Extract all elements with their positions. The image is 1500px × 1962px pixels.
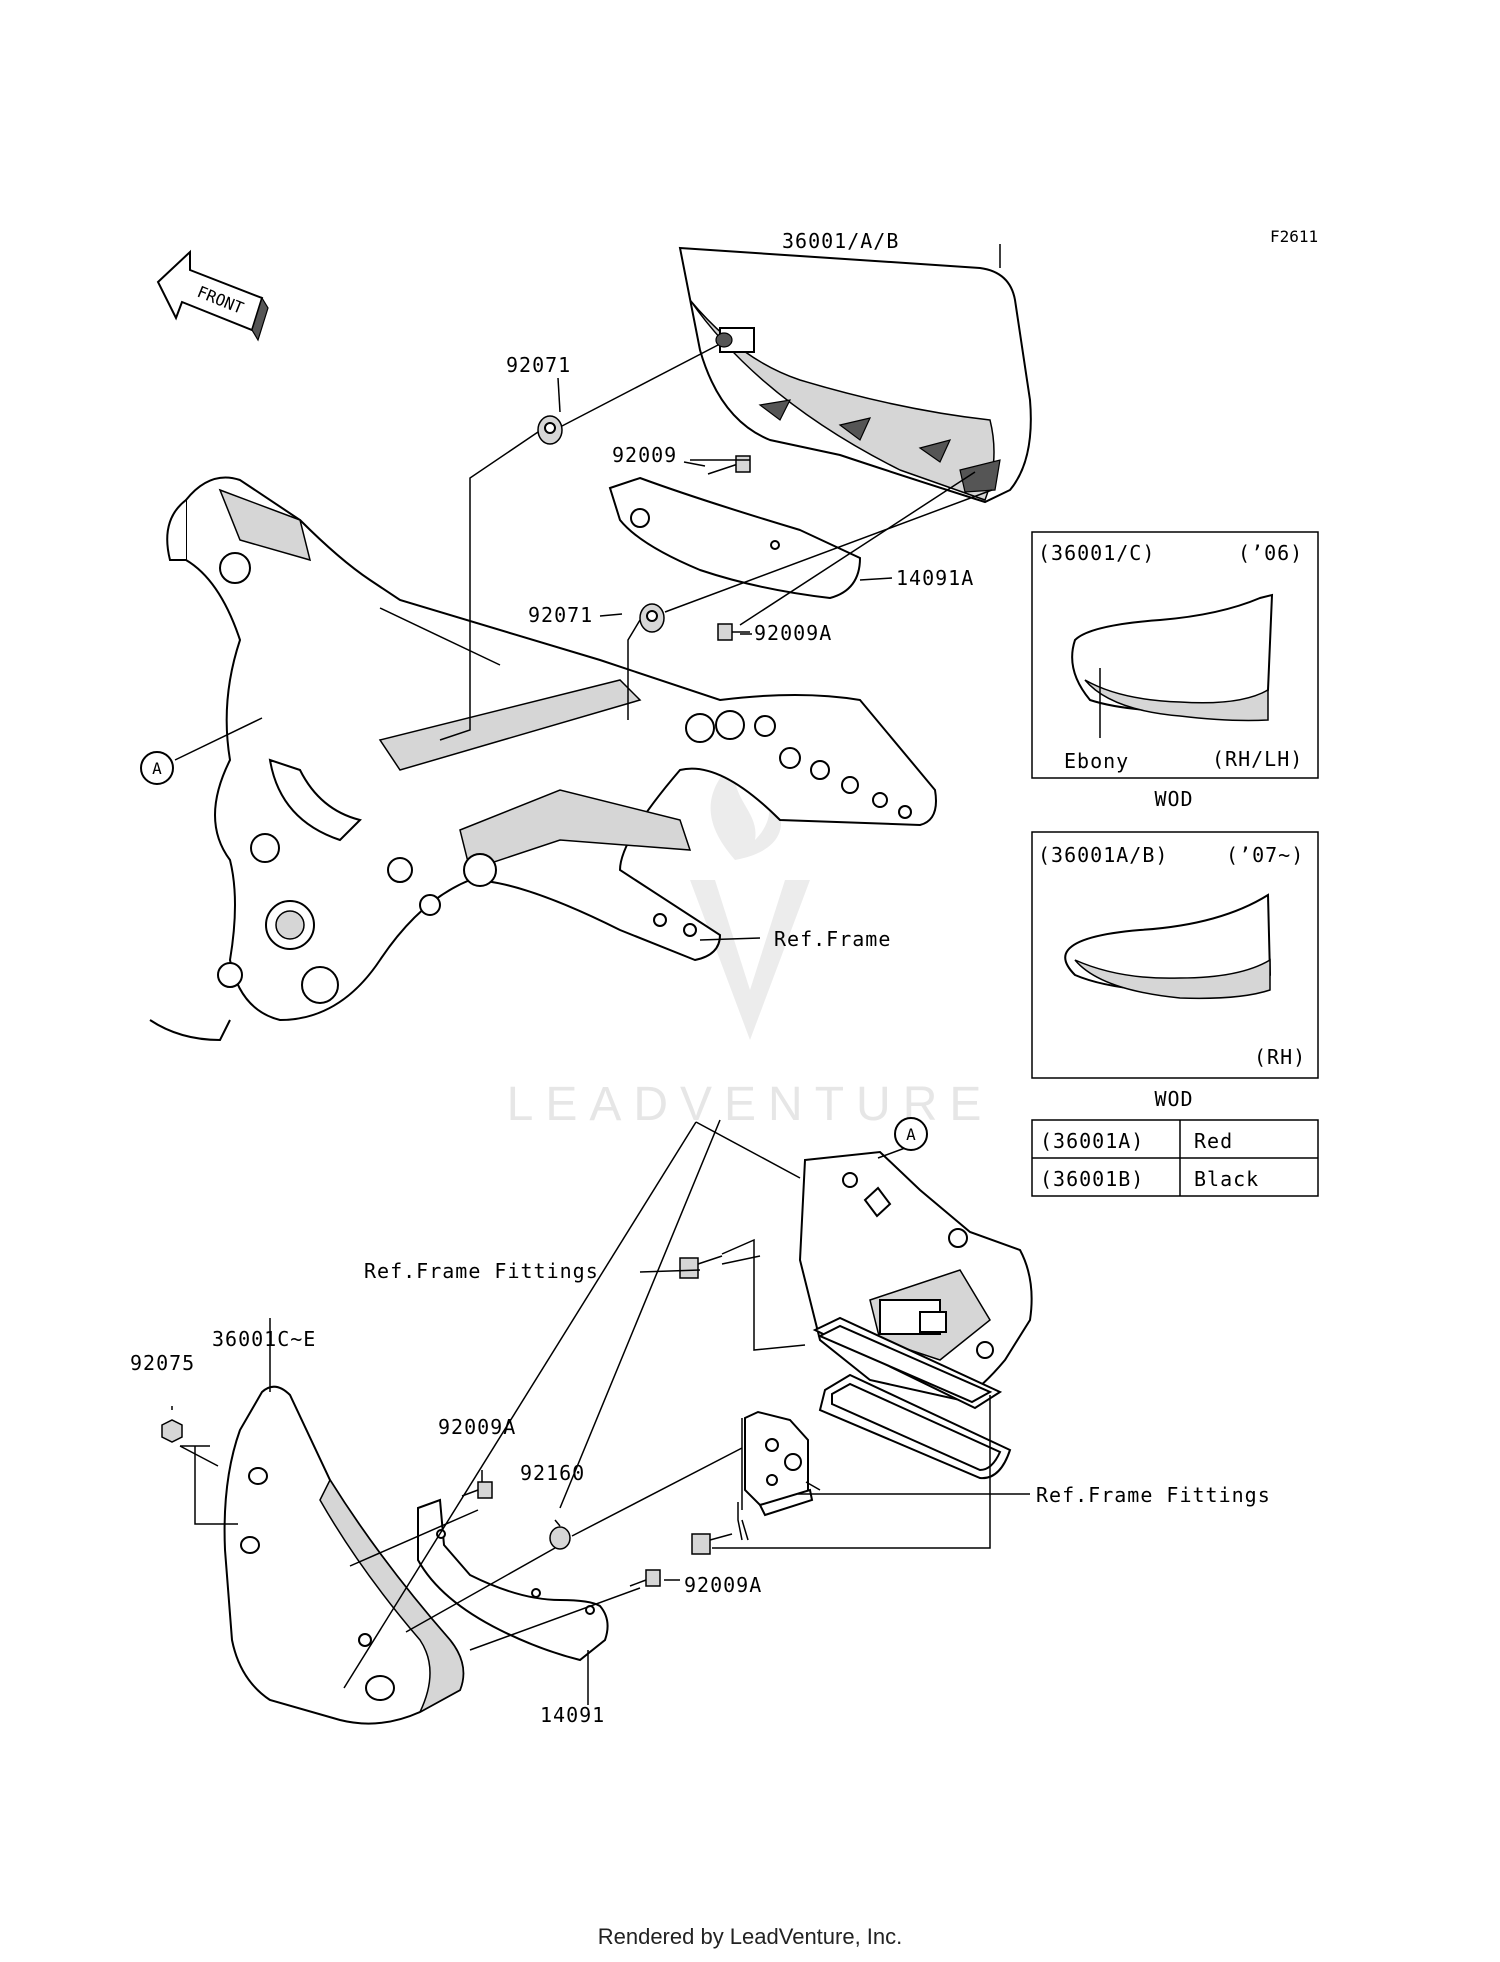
bolt-92009a-top	[717, 623, 750, 641]
inset-36001c: (36001/C) (’06) Ebony (RH/LH)	[1031, 531, 1319, 779]
color-table-color-0: Red	[1194, 1129, 1233, 1153]
side-cover-36001ce	[223, 1385, 465, 1725]
svg-text:A: A	[906, 1125, 916, 1144]
inset1-caption: WOD	[1154, 787, 1193, 811]
figure-code: F2611	[1270, 227, 1318, 246]
inset1-side: (RH/LH)	[1212, 747, 1303, 771]
label-92009: 92009	[612, 443, 677, 467]
bracket	[744, 1410, 814, 1517]
color-table: (36001A) Red (36001B) Black	[1031, 1119, 1319, 1197]
washer-92160	[549, 1526, 571, 1550]
inset1-year: (’06)	[1238, 541, 1303, 565]
side-cover-36001ab	[678, 246, 1032, 504]
label-92075: 92075	[130, 1351, 195, 1375]
label-14091a: 14091A	[896, 566, 974, 590]
bolt-92009a-low	[629, 1569, 661, 1587]
label-92009a-mid: 92009A	[438, 1415, 516, 1439]
bolt-ref-frame-fittings-2	[691, 1533, 733, 1555]
label-92071-mid: 92071	[528, 603, 593, 627]
label-14091: 14091	[540, 1703, 605, 1727]
front-arrow-icon: FRONT	[156, 249, 269, 342]
inset1-code: (36001/C)	[1038, 541, 1155, 565]
inner-cover-14091	[417, 1498, 609, 1662]
svg-text:A: A	[152, 759, 162, 778]
bolt-ref-frame-fittings-1	[679, 1255, 723, 1279]
inset2-code: (36001A/B)	[1038, 843, 1168, 867]
marker-a-right: A	[894, 1117, 928, 1151]
grommet-92071-mid	[639, 603, 665, 633]
label-ref-frame: Ref.Frame	[774, 927, 891, 951]
frame	[149, 476, 937, 1042]
label-ref-frame-fittings-1: Ref.Frame Fittings	[364, 1259, 599, 1283]
color-table-color-1: Black	[1194, 1167, 1259, 1191]
label-36001ab: 36001/A/B	[782, 229, 899, 253]
bolt-92009	[707, 455, 751, 475]
label-ref-frame-fittings-2: Ref.Frame Fittings	[1036, 1483, 1271, 1507]
inner-cover-14091a	[608, 476, 862, 600]
leaders-top	[174, 244, 1001, 941]
label-92009a-top: 92009A	[754, 621, 832, 645]
color-table-code-1: (36001B)	[1040, 1167, 1144, 1191]
watermark: LEADVENTURE	[507, 760, 981, 1131]
nut-92075	[161, 1419, 183, 1443]
leaders-bottom	[171, 1119, 1030, 1705]
inset2-side: (RH)	[1254, 1045, 1306, 1069]
inset1-color: Ebony	[1064, 749, 1129, 773]
label-92071-top: 92071	[506, 353, 571, 377]
inset2-caption: WOD	[1154, 1087, 1193, 1111]
grommet-92071-top	[537, 415, 563, 445]
footer-credit: Rendered by LeadVenture, Inc.	[597, 1924, 903, 1949]
marker-a-left: A	[140, 751, 174, 785]
color-table-code-0: (36001A)	[1040, 1129, 1144, 1153]
inset-36001ab: (36001A/B) (’07~) (RH)	[1031, 831, 1319, 1079]
gasket	[812, 1316, 1012, 1480]
label-92160: 92160	[520, 1461, 585, 1485]
label-92009a-low: 92009A	[684, 1573, 762, 1597]
inset2-year: (’07~)	[1226, 843, 1304, 867]
label-36001ce: 36001C~E	[212, 1327, 316, 1351]
